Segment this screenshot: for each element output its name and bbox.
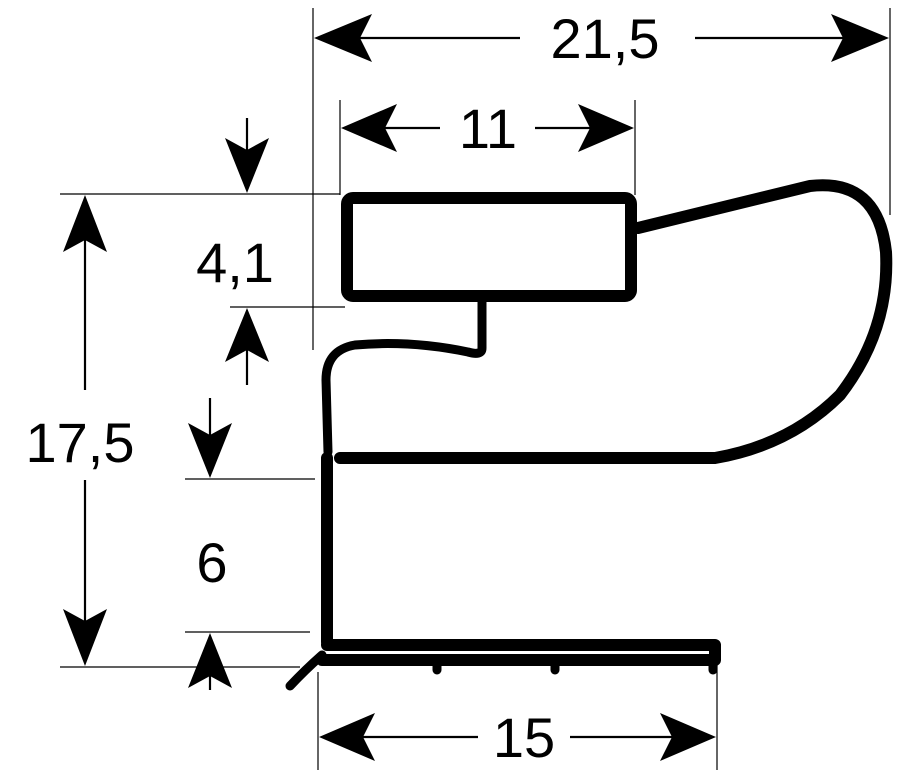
- dimension-overall-height: 17,5: [26, 195, 135, 666]
- dimension-base-height: 6: [188, 398, 232, 690]
- dimension-top-height: 4,1: [196, 118, 274, 385]
- base-flange: [316, 639, 721, 666]
- label-base-width: 15: [493, 706, 555, 769]
- arrow-left: [341, 104, 397, 152]
- label-top-height: 4,1: [196, 231, 274, 294]
- magnet-chamber: [341, 192, 637, 302]
- label-overall-height: 17,5: [26, 411, 135, 474]
- dimension-top-width: 11: [341, 97, 634, 160]
- bellows-loop: [334, 179, 893, 464]
- label-overall-width: 21,5: [551, 7, 660, 70]
- extension-lines: [60, 8, 891, 770]
- arrow-up: [188, 633, 232, 688]
- arrow-left: [314, 14, 372, 62]
- arrow-right: [831, 14, 889, 62]
- arrow-left: [319, 713, 375, 761]
- arrow-right: [660, 713, 716, 761]
- label-base-height: 6: [196, 531, 227, 594]
- label-top-width: 11: [459, 97, 517, 160]
- arrow-right: [578, 104, 634, 152]
- dimension-base-width: 15: [319, 706, 716, 769]
- arrow-down: [63, 609, 107, 666]
- arrow-up: [63, 195, 107, 252]
- arrow-down: [225, 138, 269, 193]
- chamber-neck: [321, 295, 487, 457]
- dimension-overall-width: 21,5: [314, 7, 889, 70]
- arrow-down: [188, 423, 232, 478]
- arrow-up: [225, 308, 269, 362]
- gasket-profile: [285, 179, 893, 691]
- lower-lip: [285, 650, 327, 691]
